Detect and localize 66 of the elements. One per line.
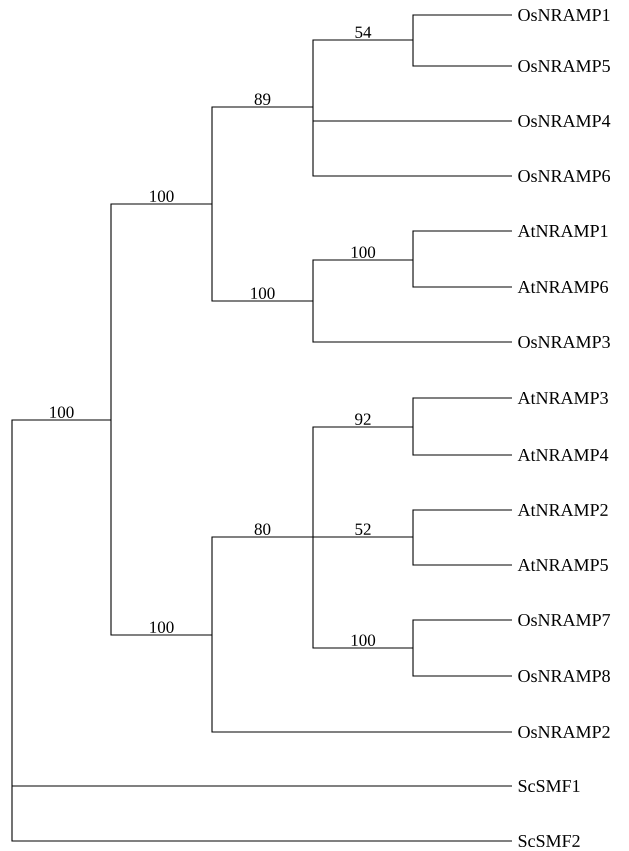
bootstrap-value: 92: [355, 414, 371, 425]
leaf-label: ScSMF1: [518, 780, 580, 792]
tree-branch: [313, 647, 413, 649]
tree-branch: [313, 536, 413, 538]
branch-line: [211, 536, 213, 733]
bootstrap-value: 100: [50, 406, 74, 418]
bootstrap-value: 100: [352, 634, 376, 646]
bootstrap-value: 52: [356, 524, 371, 535]
leaf-label: OsNRAMP4: [518, 114, 610, 128]
branch-line: [312, 426, 314, 649]
leaf-label: OsNRAMP6: [518, 170, 610, 182]
tree-branch: [413, 675, 512, 677]
tree-branch: [413, 286, 512, 288]
tree-branch: [12, 840, 512, 842]
leaf-label: OsNRAMP8: [518, 670, 610, 682]
tree-branch: [212, 731, 512, 733]
tree-branch: [413, 564, 512, 566]
tree-branch: [413, 397, 512, 399]
leaf-label: AtNRAMP5: [518, 558, 608, 572]
branch-line: [412, 14, 414, 67]
tree-branch: [111, 203, 212, 205]
bootstrap-value: 100: [251, 287, 275, 299]
leaf-label: AtNRAMP4: [518, 448, 608, 462]
leaf-label: OsNRAMP3: [518, 336, 610, 348]
branch-line: [211, 106, 213, 302]
tree-branch: [313, 259, 413, 261]
branch-line: [11, 419, 13, 842]
tree-branch: [413, 14, 512, 16]
tree-branch: [313, 175, 512, 177]
tree-branch: [413, 230, 512, 232]
branch-line: [312, 259, 314, 343]
tree-branch: [313, 120, 512, 122]
branch-line: [312, 39, 314, 177]
tree-branch: [313, 426, 413, 428]
bootstrap-value: 100: [352, 246, 376, 258]
leaf-label: AtNRAMP2: [518, 504, 608, 516]
branch-line: [412, 230, 414, 288]
tree-branch: [413, 65, 512, 67]
bootstrap-value: 100: [150, 190, 174, 202]
leaf-label: OsNRAMP2: [518, 726, 610, 738]
leaf-label: AtNRAMP6: [518, 280, 608, 294]
branch-line: [110, 203, 112, 636]
leaf-label: OsNRAMP1: [518, 8, 610, 22]
bootstrap-value: 100: [150, 621, 174, 633]
tree-branch: [313, 39, 413, 41]
bootstrap-value: 89: [254, 93, 270, 105]
tree-branch: [212, 536, 313, 538]
tree-branch: [313, 341, 512, 343]
bootstrap-value: 80: [254, 523, 270, 535]
branch-line: [412, 397, 414, 456]
tree-branch: [12, 785, 512, 787]
branch-line: [412, 619, 414, 677]
tree-branch: [212, 106, 313, 108]
tree-branch: [413, 619, 512, 621]
leaf-label: AtNRAMP1: [518, 224, 608, 238]
tree-branch: [212, 300, 313, 302]
tree-branch: [111, 634, 212, 636]
tree-branch: [413, 454, 512, 456]
leaf-label: ScSMF2: [518, 834, 580, 848]
leaf-label: AtNRAMP3: [518, 392, 608, 404]
tree-branch: [413, 509, 512, 511]
tree-branch: [12, 419, 111, 421]
leaf-label: OsNRAMP7: [518, 614, 610, 626]
leaf-label: OsNRAMP5: [518, 60, 610, 72]
bootstrap-value: 54: [356, 26, 372, 38]
branch-line: [412, 509, 414, 566]
